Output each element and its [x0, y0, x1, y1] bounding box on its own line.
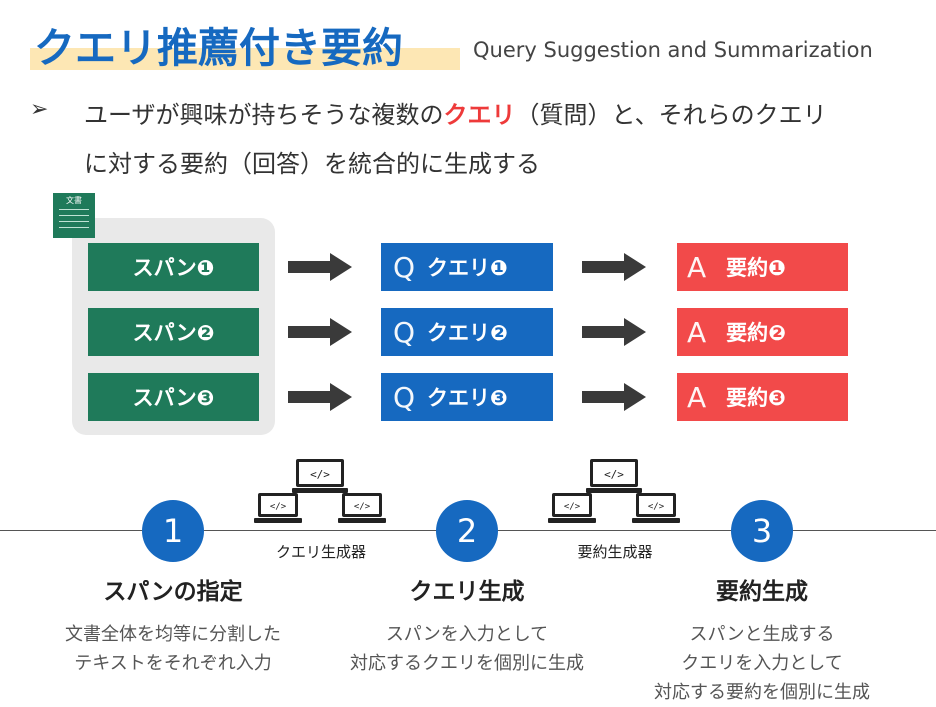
step-title-2: クエリ生成	[409, 579, 525, 605]
arrow-right-icon	[582, 383, 646, 411]
query-generator-label: クエリ生成器	[275, 543, 366, 561]
query-generator-laptops-icon: </> </> </>	[254, 459, 386, 523]
answer-label: 要約❶	[726, 256, 786, 280]
query-box-2: Q クエリ❷	[381, 308, 553, 356]
step-title-1: スパンの指定	[103, 579, 243, 605]
answer-letter-icon: A	[687, 315, 707, 349]
code-glyph: </>	[270, 502, 287, 512]
document-line	[59, 215, 89, 216]
query-letter-icon: Q	[393, 250, 416, 284]
arrow-right-icon	[582, 253, 646, 281]
step-desc-3: スパンと生成する クエリを入力として 対応する要約を個別に生成	[612, 620, 912, 707]
step-desc-line: 文書全体を均等に分割した	[65, 624, 281, 645]
query-label: クエリ❶	[427, 256, 508, 280]
query-box-3: Q クエリ❸	[381, 373, 553, 421]
step-title-3: 要約生成	[716, 579, 808, 605]
document-icon: 文書	[53, 193, 95, 238]
document-line	[59, 221, 89, 222]
answer-label: 要約❸	[726, 386, 786, 410]
code-glyph: </>	[604, 468, 624, 481]
query-label: クエリ❷	[427, 321, 508, 345]
query-box-1: Q クエリ❶	[381, 243, 553, 291]
page-subtitle: Query Suggestion and Summarization	[473, 38, 873, 62]
query-label: クエリ❸	[427, 386, 508, 410]
document-line	[59, 209, 89, 210]
code-glyph: </>	[564, 502, 581, 512]
bullet-keyword: クエリ	[443, 101, 516, 129]
arrow-right-icon	[582, 318, 646, 346]
span-box-1: スパン❶	[88, 243, 259, 291]
answer-box-1: A 要約❶	[677, 243, 848, 291]
bullet-text-post: （質問）と、それらのクエリ	[515, 101, 827, 129]
span-box-3: スパン❸	[88, 373, 259, 421]
bullet-text-pre: ユーザが興味が持ちそうな複数の	[84, 101, 444, 129]
arrow-right-icon	[288, 253, 352, 281]
step-number-1: 1	[142, 500, 204, 562]
query-letter-icon: Q	[393, 315, 416, 349]
answer-letter-icon: A	[687, 380, 707, 414]
page-title: クエリ推薦付き要約	[34, 24, 403, 72]
answer-box-2: A 要約❷	[677, 308, 848, 356]
step-desc-line: 対応するクエリを個別に生成	[350, 653, 584, 674]
code-glyph: </>	[648, 502, 665, 512]
arrow-right-icon	[288, 383, 352, 411]
document-icon-label: 文書	[66, 196, 82, 205]
code-glyph: </>	[310, 468, 330, 481]
step-desc-line: スパンと生成する	[689, 624, 835, 645]
step-desc-line: 対応する要約を個別に生成	[654, 682, 870, 703]
answer-box-3: A 要約❸	[677, 373, 848, 421]
answer-letter-icon: A	[687, 250, 707, 284]
answer-label: 要約❷	[726, 321, 786, 345]
step-desc-line: スパンを入力として	[385, 624, 549, 645]
title-highlight	[30, 48, 460, 70]
query-letter-icon: Q	[393, 380, 416, 414]
summary-generator-label: 要約生成器	[577, 543, 653, 561]
step-desc-line: クエリを入力として	[681, 653, 843, 674]
bullet-line-1: ユーザが興味が持ちそうな複数のクエリ（質問）と、それらのクエリ	[84, 95, 827, 130]
step-number-2: 2	[436, 500, 498, 562]
bullet-arrow-icon: ➢	[30, 97, 49, 122]
arrow-right-icon	[288, 318, 352, 346]
step-desc-line: テキストをそれぞれ入力	[74, 653, 272, 674]
step-desc-1: 文書全体を均等に分割した テキストをそれぞれ入力	[23, 620, 323, 678]
document-line	[59, 227, 89, 228]
span-box-2: スパン❷	[88, 308, 259, 356]
step-desc-2: スパンを入力として 対応するクエリを個別に生成	[317, 620, 617, 678]
code-glyph: </>	[354, 502, 371, 512]
step-number-3: 3	[731, 500, 793, 562]
bullet-line-2: に対する要約（回答）を統合的に生成する	[84, 150, 540, 178]
summary-generator-laptops-icon: </> </> </>	[548, 459, 680, 523]
